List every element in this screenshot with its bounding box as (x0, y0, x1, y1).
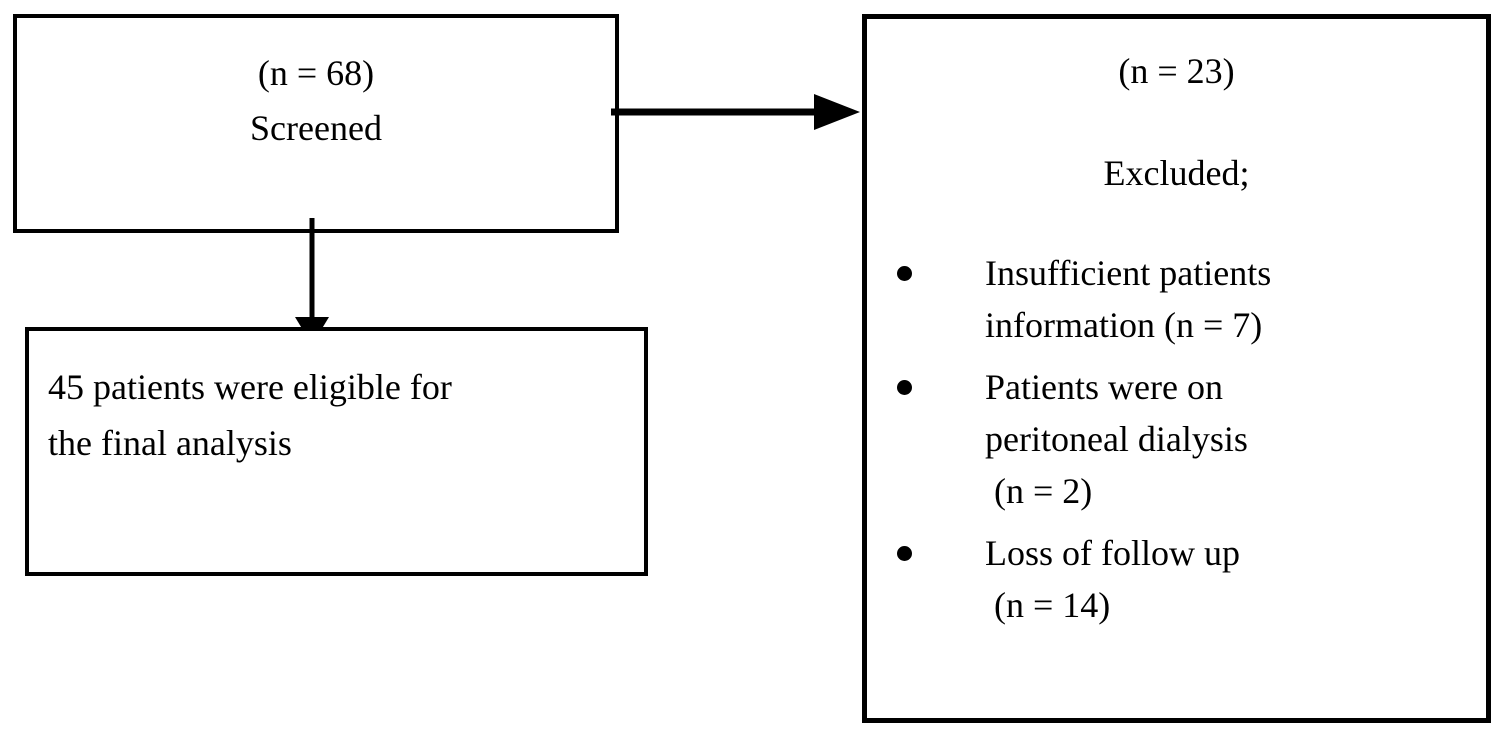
eligible-box: 45 patients were eligible for the final … (25, 327, 648, 576)
excluded-reason-item: Insufficient patients information (n = 7… (897, 247, 1476, 351)
excluded-reason-item: Loss of follow up (n = 14) (897, 527, 1476, 631)
bullet-icon (897, 546, 912, 561)
excluded-title: Excluded; (1103, 153, 1250, 193)
excluded-reason-text: Insufficient patients information (n = 7… (985, 253, 1272, 345)
excluded-reason-text: Loss of follow up (n = 14) (985, 533, 1240, 625)
excluded-reason-item: Patients were on peritoneal dialysis (n … (897, 361, 1476, 517)
excluded-reason-text: Patients were on peritoneal dialysis (n … (985, 367, 1248, 511)
bullet-icon (897, 380, 912, 395)
screened-box-text: (n = 68) Screened (250, 53, 382, 148)
excluded-box: (n = 23) Excluded; Insufficient patients… (862, 14, 1491, 723)
excluded-count: (n = 23) (1118, 51, 1235, 91)
excluded-reasons-list: Insufficient patients information (n = 7… (867, 247, 1486, 631)
screened-box: (n = 68) Screened (13, 14, 619, 233)
bullet-icon (897, 266, 912, 281)
eligible-box-text: 45 patients were eligible for the final … (48, 367, 452, 463)
arrow-right-icon (611, 94, 860, 130)
